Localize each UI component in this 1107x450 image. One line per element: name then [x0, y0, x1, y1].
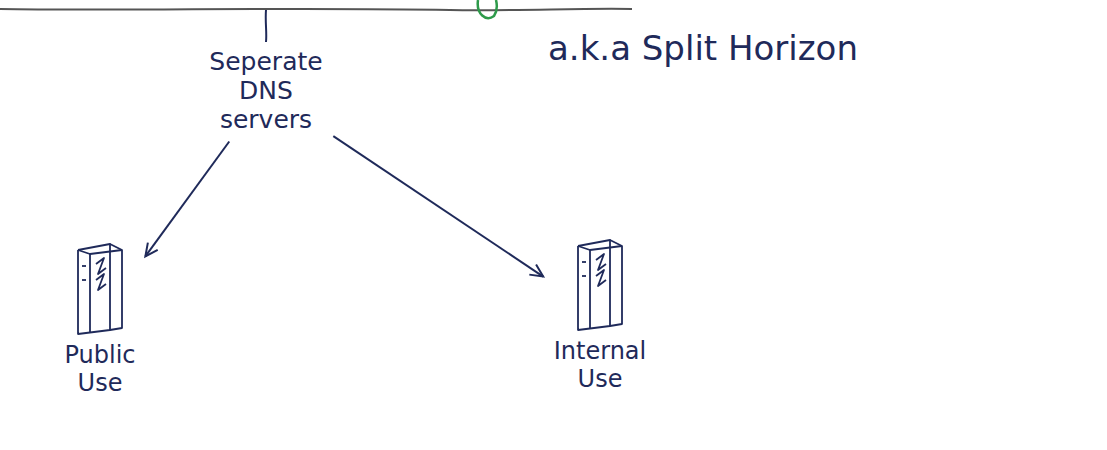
- server-stroke: [578, 240, 610, 330]
- text-node: Seperate DNS servers: [202, 44, 330, 138]
- drop-line: [265, 10, 268, 42]
- server-node: Public Use: [57, 236, 143, 401]
- server-stroke: [82, 265, 86, 267]
- server-stroke: [96, 274, 106, 290]
- server-icon: [70, 240, 130, 336]
- server-node: Internal Use: [547, 232, 654, 397]
- server-stroke: [589, 250, 591, 328]
- server-stroke: [82, 279, 86, 281]
- connector-line: [145, 141, 229, 256]
- node-text: Seperate DNS servers: [209, 48, 322, 134]
- server-stroke: [596, 254, 606, 270]
- arrow-head: [529, 265, 543, 277]
- server-stroke: [89, 254, 91, 332]
- note-text: a.k.a Split Horizon: [548, 28, 858, 68]
- server-stroke: [596, 270, 606, 286]
- server-stroke: [582, 275, 586, 277]
- server-label: Public Use: [64, 342, 135, 397]
- arrow-head: [145, 243, 157, 257]
- server-stroke: [78, 244, 110, 334]
- server-icon: [570, 236, 630, 332]
- server-stroke: [96, 258, 106, 274]
- server-label: Internal Use: [554, 338, 647, 393]
- server-stroke: [582, 261, 586, 263]
- server-stroke: [78, 250, 122, 254]
- server-stroke: [578, 246, 622, 250]
- arrow-connector: [333, 136, 543, 276]
- server-stroke: [610, 240, 622, 326]
- server-stroke: [110, 244, 122, 330]
- connector-line: [333, 136, 543, 276]
- green-mark: [478, 0, 497, 18]
- top-line: [0, 9, 632, 10]
- arrow-connector: [145, 141, 229, 256]
